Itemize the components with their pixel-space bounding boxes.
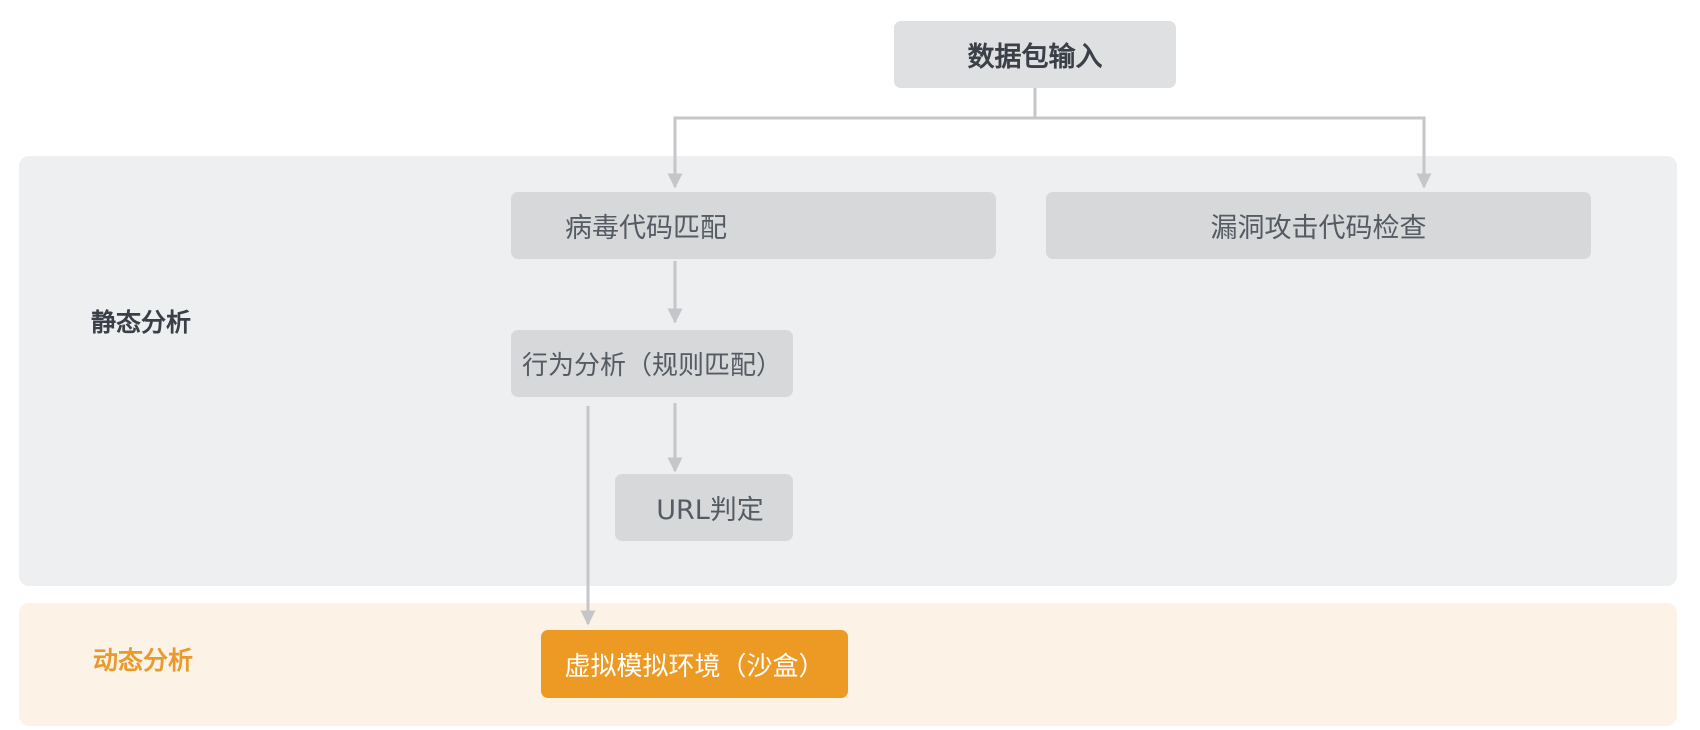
- node-virus-code-match: 病毒代码匹配: [511, 192, 996, 259]
- dynamic-analysis-section: [19, 603, 1677, 726]
- node-exploit-code-check: 漏洞攻击代码检查: [1046, 192, 1591, 259]
- node-packet-input: 数据包输入: [894, 21, 1176, 88]
- static-analysis-label: 静态分析: [91, 308, 192, 337]
- node-behavior-analysis: 行为分析（规则匹配）: [511, 330, 793, 397]
- node-url-judge: URL判定: [615, 474, 793, 541]
- node-sandbox: 虚拟模拟环境（沙盒）: [541, 630, 848, 698]
- dynamic-analysis-label: 动态分析: [93, 646, 194, 675]
